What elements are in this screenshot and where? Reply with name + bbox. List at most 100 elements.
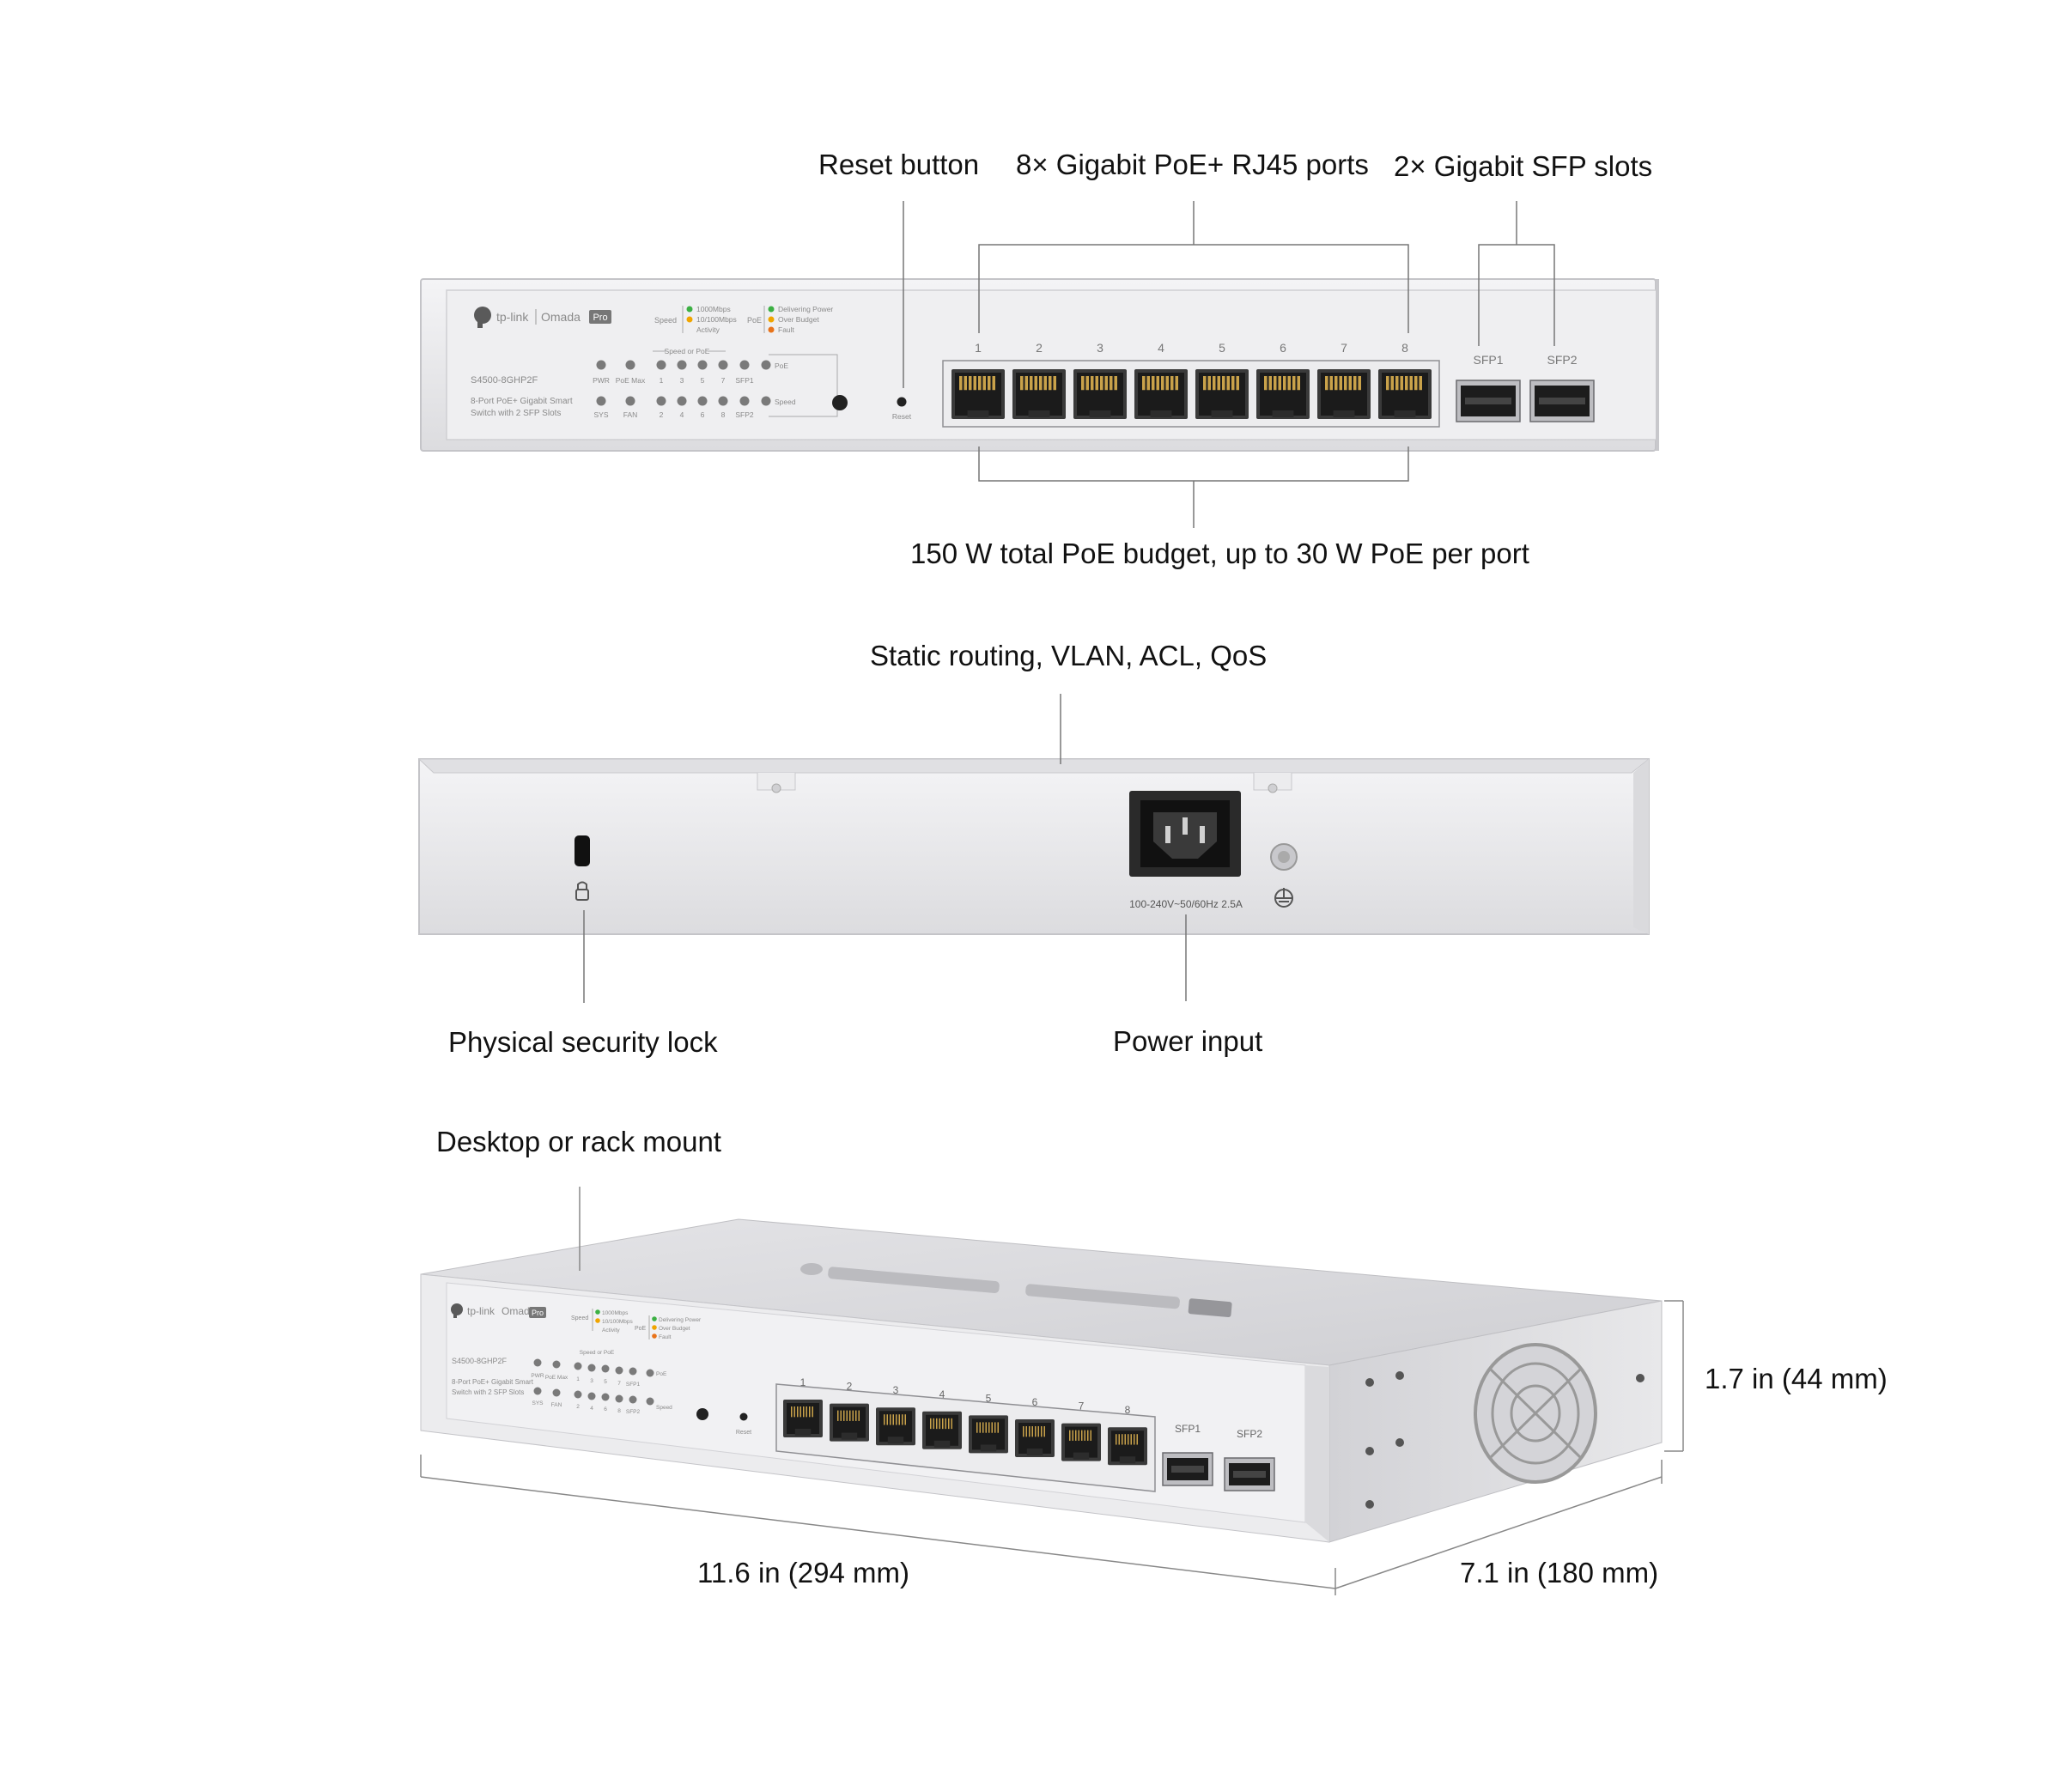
description-line1: 8-Port PoE+ Gigabit Smart <box>471 397 573 406</box>
p-legend-over-budget: Over Budget <box>659 1326 690 1332</box>
p-reset-label: Reset <box>736 1430 751 1436</box>
port-number-4: 4 <box>1158 341 1164 355</box>
p-led-label-pwr: PWR <box>531 1373 544 1379</box>
p-description-line1: 8-Port PoE+ Gigabit Smart <box>452 1378 534 1386</box>
legend-speed-1000: 1000Mbps <box>696 305 731 313</box>
legend-fault: Fault <box>778 325 795 334</box>
port-number-5: 5 <box>1219 341 1225 355</box>
p-led-label-1: 1 <box>576 1376 580 1382</box>
led-label-sys: SYS <box>593 410 608 419</box>
port-number-8: 8 <box>1401 341 1408 355</box>
led-poe-max <box>625 360 635 370</box>
p-rj45-port-2[interactable] <box>830 1403 869 1442</box>
kensington-lock-slot[interactable] <box>575 835 590 866</box>
p-led-label-poe-mode: PoE <box>656 1371 667 1377</box>
rj45-port-3[interactable] <box>1073 369 1127 419</box>
fan-vent <box>1474 1343 1597 1484</box>
rj45-port-6[interactable] <box>1256 369 1310 419</box>
model-label: S4500-8GHP2F <box>471 375 538 386</box>
p-sfp-label-2: SFP2 <box>1237 1428 1262 1440</box>
callout-sfp-slots: 2× Gigabit SFP slots <box>1394 150 1653 182</box>
p-rj45-port-1[interactable] <box>783 1400 823 1437</box>
sfp-slot-2[interactable] <box>1529 380 1595 422</box>
p-port-number-4: 4 <box>939 1388 945 1400</box>
p-port-number-7: 7 <box>1079 1400 1085 1412</box>
p-legend-speed-title: Speed <box>571 1315 588 1321</box>
rear-view: 100-240V~50/60Hz 2.5A <box>417 694 1651 1003</box>
dimension-lines <box>420 1187 1684 1595</box>
p-rj45-port-5[interactable] <box>969 1415 1008 1454</box>
rj45-port-1[interactable] <box>951 369 1005 419</box>
p-legend-fault: Fault <box>659 1334 672 1340</box>
p-sfp-slot-2[interactable] <box>1224 1457 1275 1491</box>
p-rj45-port-3[interactable] <box>876 1407 915 1446</box>
p-rj45-port-8[interactable] <box>1108 1427 1147 1466</box>
led-label-4: 4 <box>680 410 684 419</box>
callout-width: 11.6 in (294 mm) <box>697 1557 909 1589</box>
led-label-7: 7 <box>721 376 726 385</box>
port-number-1: 1 <box>975 341 982 355</box>
led-label-3: 3 <box>680 376 684 385</box>
legend-speed-100: 10/100Mbps <box>696 315 737 324</box>
front-leader-lines <box>903 201 1555 528</box>
p-led-label-sfp2: SFP2 <box>626 1409 641 1415</box>
legend-delivering: Delivering Power <box>778 305 833 313</box>
p-rj45-port-6[interactable] <box>1015 1419 1055 1457</box>
p-rj45-port-7[interactable] <box>1061 1423 1101 1461</box>
sfp-slot-1[interactable] <box>1456 380 1521 422</box>
led-label-5: 5 <box>701 376 705 385</box>
p-led-label-fan: FAN <box>551 1402 562 1408</box>
p-led-legend: Speed 1000Mbps 10/100Mbps Activity PoE D… <box>571 1309 702 1340</box>
p-brand-name: tp-link <box>467 1305 495 1317</box>
rear-chassis <box>418 758 1650 935</box>
led-mode-button[interactable] <box>832 395 848 410</box>
rj45-port-5[interactable] <box>1195 369 1249 419</box>
rj45-port-4[interactable] <box>1134 369 1188 419</box>
rj45-port-2[interactable] <box>1012 369 1066 419</box>
p-model-label: S4500-8GHP2F <box>452 1357 508 1365</box>
p-reset-pinhole[interactable] <box>739 1412 748 1421</box>
callout-power-input: Power input <box>1113 1025 1263 1057</box>
p-port-number-6: 6 <box>1032 1396 1038 1408</box>
led-pwr <box>596 360 606 370</box>
led-label-1: 1 <box>660 376 664 385</box>
p-port-number-3: 3 <box>893 1384 899 1396</box>
lock-icon <box>575 881 589 901</box>
rj45-port-8[interactable] <box>1378 369 1432 419</box>
p-led-label-poe-max: PoE Max <box>545 1375 568 1381</box>
reset-pinhole[interactable] <box>897 397 907 407</box>
legend-over-budget: Over Budget <box>778 315 819 324</box>
led-label-speed-mode: Speed <box>775 398 796 406</box>
legend-speed-title: Speed <box>654 316 677 325</box>
p-port-number-1: 1 <box>800 1376 806 1388</box>
legend-poe-title: PoE <box>747 316 762 325</box>
ac-power-socket[interactable] <box>1129 791 1241 877</box>
p-led-label-7: 7 <box>617 1381 621 1387</box>
p-sfp-slot-1[interactable] <box>1162 1452 1213 1486</box>
led-label-8: 8 <box>721 410 726 419</box>
led-legend: Speed 1000Mbps 10/100Mbps Activity PoE D… <box>654 305 833 334</box>
p-description-line2: Switch with 2 SFP Slots <box>452 1388 524 1396</box>
led-label-poe-max: PoE Max <box>616 376 646 385</box>
speed-or-poe-label: Speed or PoE <box>665 347 710 355</box>
p-led-label-sys: SYS <box>532 1400 544 1406</box>
p-port-number-8: 8 <box>1125 1404 1131 1416</box>
legend-activity: Activity <box>696 325 720 334</box>
callout-features: Static routing, VLAN, ACL, QoS <box>870 640 1268 671</box>
p-speed-or-poe-label: Speed or PoE <box>580 1350 615 1356</box>
p-rj45-port-4[interactable] <box>922 1411 962 1449</box>
sfp-label-2: SFP2 <box>1547 353 1577 367</box>
product-badge: Pro <box>593 313 607 323</box>
p-port-number-2: 2 <box>847 1381 853 1393</box>
p-legend-activity: Activity <box>602 1327 620 1333</box>
rj45-port-7[interactable] <box>1317 369 1371 419</box>
p-led-mode-button[interactable] <box>696 1408 708 1420</box>
port-number-7: 7 <box>1341 341 1347 355</box>
description-line2: Switch with 2 SFP Slots <box>471 409 561 418</box>
p-led-label-2: 2 <box>576 1404 580 1410</box>
callout-rj45-ports: 8× Gigabit PoE+ RJ45 ports <box>1016 149 1369 180</box>
legend-led-green <box>686 306 693 313</box>
